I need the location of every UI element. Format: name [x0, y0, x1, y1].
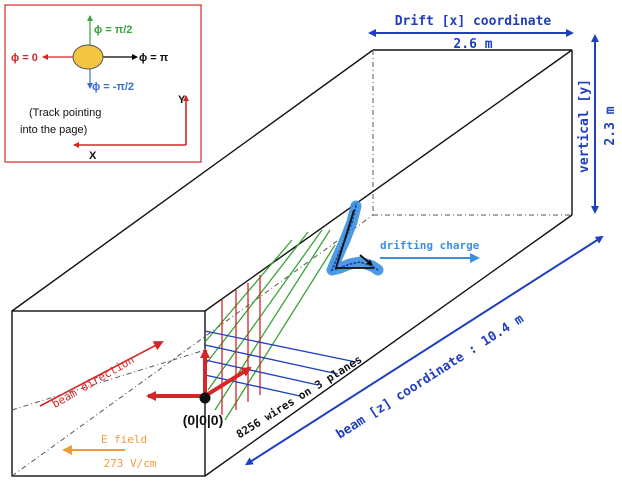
phi-left-label: ϕ = 0 [11, 52, 38, 64]
beam-direction-arrow [39, 341, 164, 407]
phi-top-label: ϕ = π/2 [94, 24, 132, 36]
vertical-coordinate-label: vertical [y] [577, 79, 592, 173]
legend-note-line1: (Track pointing [29, 107, 101, 119]
efield-label: E field [101, 433, 147, 446]
beam-coordinate-label: beam [z] coordinate : 10.4 m [334, 312, 527, 443]
origin-point [199, 392, 211, 404]
axis-y-label: Y [178, 94, 186, 106]
drifting-charge-label: drifting charge [380, 239, 480, 252]
legend-note-line2: into the page) [20, 124, 87, 136]
track-cross-section [72, 44, 104, 70]
phi-legend: ϕ = π/2 ϕ = 0 ϕ = π ϕ = -π/2 (Track poin… [4, 4, 202, 163]
hidden-edges [11, 50, 572, 477]
phi-bottom-label: ϕ = -π/2 [92, 81, 134, 93]
origin-label: (0|0|0) [183, 412, 224, 428]
phi-right-label: ϕ = π [139, 52, 169, 64]
beam-direction-label: beam direction [50, 353, 137, 411]
front-face [11, 310, 206, 477]
legend-frame [4, 4, 202, 163]
top-left-edge [11, 49, 374, 312]
drift-coordinate-label: Drift [x] coordinate [395, 14, 552, 29]
beam-dimension-arrow [244, 235, 604, 466]
origin-axes [146, 348, 252, 404]
top-right-edge [204, 49, 573, 312]
vertical-value: 2.3 m [603, 106, 618, 145]
axis-x-label: X [89, 150, 97, 162]
efield-value: 273 V/cm [104, 457, 157, 470]
drift-value: 2.6 m [453, 37, 492, 52]
